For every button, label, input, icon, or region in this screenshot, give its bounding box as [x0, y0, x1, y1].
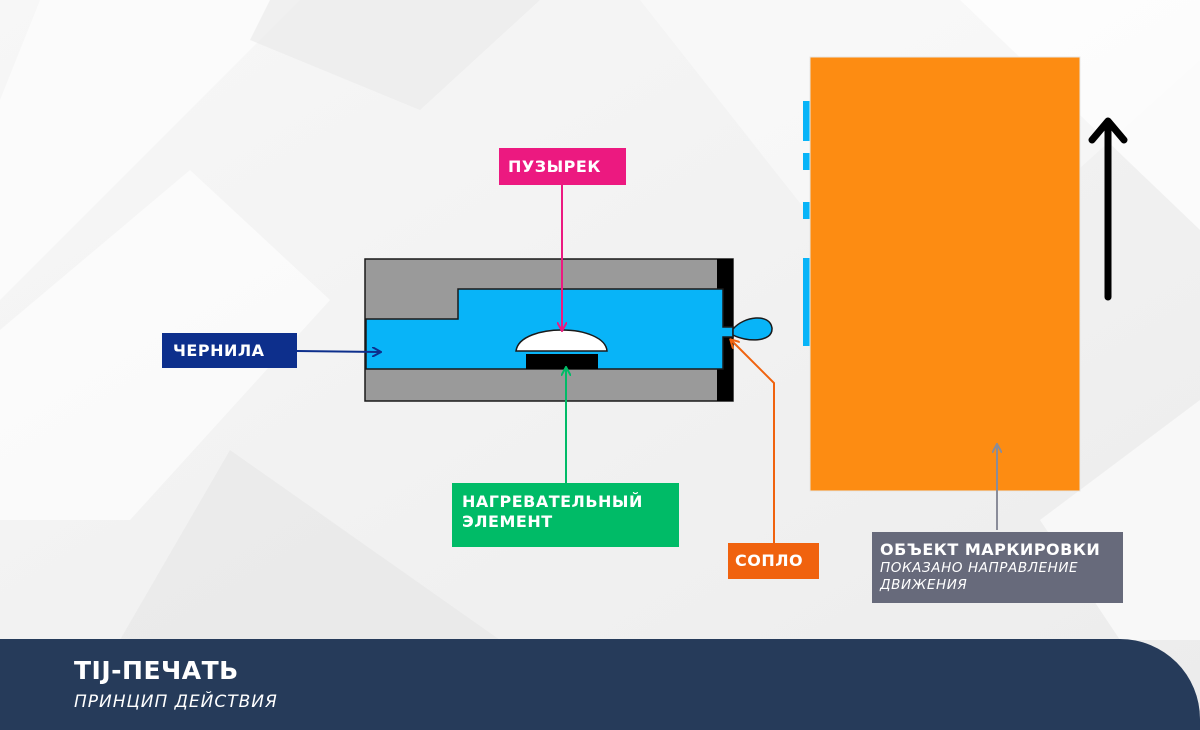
ink-label: ЧЕРНИЛА [162, 333, 297, 368]
bubble-label-text: ПУЗЫРЕК [508, 157, 601, 176]
footer-banner: TIJ-ПЕЧАТЬ ПРИНЦИП ДЕЙСТВИЯ [0, 639, 1200, 730]
page-title: TIJ-ПЕЧАТЬ [74, 656, 239, 685]
ink-pointer [296, 351, 380, 352]
heating-element [526, 354, 598, 369]
ink-dot [803, 258, 810, 346]
ink-droplet [732, 317, 773, 341]
marking-object-label: ОБЪЕКТ МАРКИРОВКИ ПОКАЗАНО НАПРАВЛЕНИЕ Д… [872, 532, 1123, 603]
up-arrow-icon [1088, 117, 1128, 301]
marking-object-body [809, 56, 1081, 492]
ink-dot [803, 101, 810, 141]
movement-direction-note: ПОКАЗАНО НАПРАВЛЕНИЕ ДВИЖЕНИЯ [880, 560, 1079, 593]
marking-object-label-text: ОБЪЕКТ МАРКИРОВКИ [880, 540, 1101, 559]
bubble-label: ПУЗЫРЕК [499, 148, 626, 185]
page-subtitle: ПРИНЦИП ДЕЙСТВИЯ [74, 692, 278, 712]
nozzle-label-text: СОПЛО [735, 551, 804, 570]
ink-dot [803, 202, 810, 219]
ink-label-text: ЧЕРНИЛА [173, 341, 265, 360]
heating-element-label: НАГРЕВАТЕЛЬНЫЙ ЭЛЕМЕНТ [452, 483, 679, 547]
heating-element-label-text: НАГРЕВАТЕЛЬНЫЙ ЭЛЕМЕНТ [462, 492, 643, 531]
print-head [364, 258, 773, 402]
marking-object [803, 56, 1081, 492]
nozzle-label: СОПЛО [728, 543, 819, 579]
ink-dot [803, 153, 810, 170]
nozzle-pointer [731, 340, 775, 543]
ink-channel [365, 288, 734, 370]
